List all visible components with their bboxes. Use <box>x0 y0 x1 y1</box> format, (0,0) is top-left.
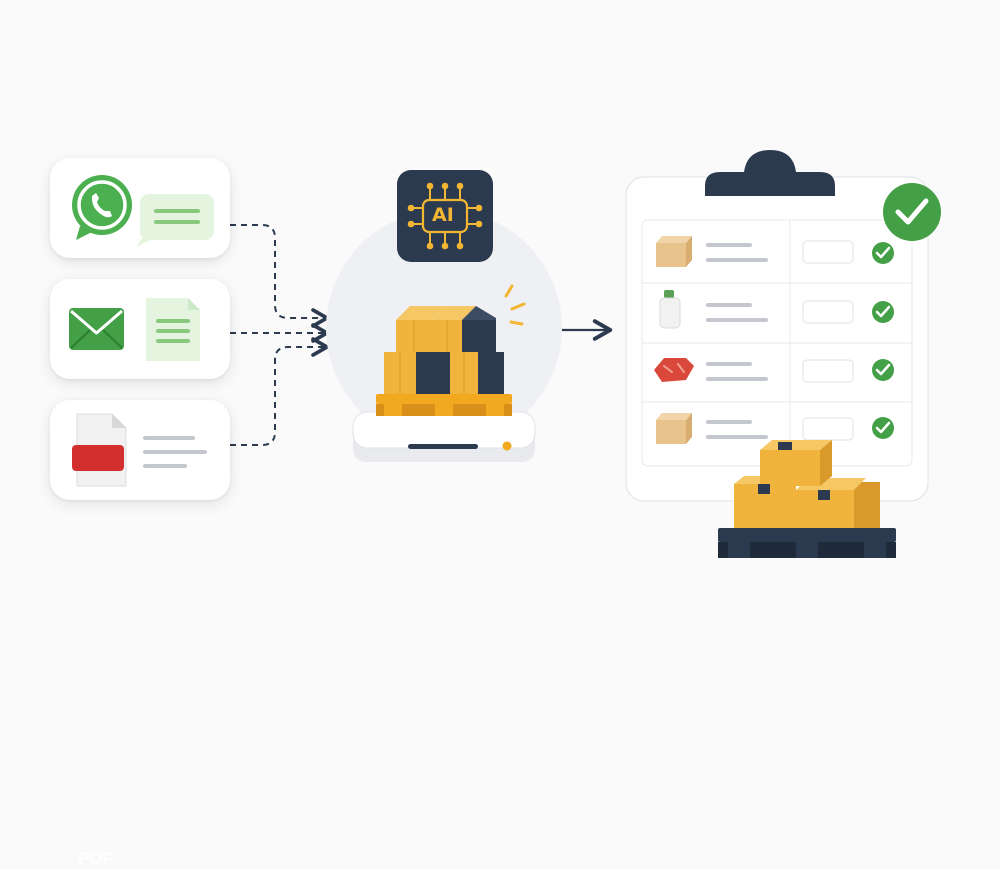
order-line-3 <box>654 358 894 383</box>
whatsapp-card <box>50 158 230 258</box>
email-card <box>50 279 230 379</box>
connectors <box>230 224 613 446</box>
order-line-2 <box>659 290 894 329</box>
meat-icon <box>654 358 694 382</box>
order-processing-diagram: PDF <box>50 150 941 558</box>
clipboard-clip <box>705 150 835 196</box>
output-pallet-icon <box>718 440 896 558</box>
header-check-badge <box>883 183 941 241</box>
box-icon <box>656 236 692 267</box>
order-line-4 <box>656 413 894 444</box>
ai-label: AI <box>432 204 454 226</box>
check-icon <box>872 301 894 323</box>
connector-pdf <box>230 337 329 446</box>
ai-processor <box>326 170 562 462</box>
whatsapp-card-content <box>72 175 214 247</box>
platform-base <box>352 411 536 462</box>
bottle-icon <box>659 290 681 329</box>
order-line-1 <box>656 236 894 267</box>
email-card-content <box>69 298 200 361</box>
whatsapp-icon <box>72 175 132 240</box>
check-icon <box>872 242 894 264</box>
ai-chip-icon <box>397 170 493 262</box>
connector-whatsapp <box>230 224 329 328</box>
message-bubble <box>136 194 214 247</box>
check-icon <box>872 417 894 439</box>
pdf-file-icon <box>72 413 127 487</box>
pallet-boxes-icon <box>376 306 512 416</box>
box-icon <box>656 413 692 444</box>
check-icon <box>872 359 894 381</box>
sparkle-lines <box>504 284 526 326</box>
pdf-label: PDF <box>78 849 114 868</box>
pdf-card-content <box>72 413 207 487</box>
document-icon <box>146 298 200 361</box>
envelope-icon <box>69 308 124 350</box>
clipboard-icon <box>625 150 941 558</box>
